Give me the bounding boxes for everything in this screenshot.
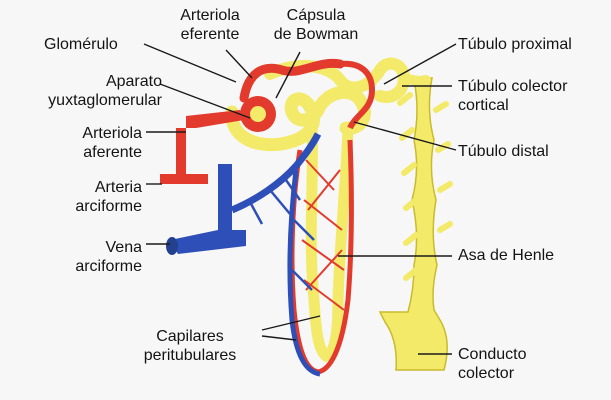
label-tubulo-distal: Túbulo distal <box>458 143 549 160</box>
label-capilares-peritubulares: Capilares peritubulares <box>122 327 258 365</box>
label-arteria-arciforme-line2: arciforme <box>75 198 142 215</box>
leader-lines <box>143 43 457 355</box>
label-arteriola-aferente-line2: aferente <box>83 144 142 161</box>
label-vena-arciforme-line1: Vena <box>105 239 142 256</box>
label-asa-de-henle: Asa de Henle <box>458 247 555 264</box>
label-conducto-line1: Conducto <box>458 346 527 363</box>
label-arteriola-aferente-line1: Arteriola <box>82 125 142 142</box>
label-arteriola-eferente: Arteriola eferente <box>162 6 258 44</box>
label-glomerulo: Glomérulo <box>44 36 118 53</box>
label-aparato-line2: yuxtaglomerular <box>48 92 162 109</box>
label-capsula-bowman-line2: de Bowman <box>273 26 359 43</box>
label-tubulo-colector-line2: cortical <box>458 97 509 114</box>
label-capilares-line1: Capilares <box>156 328 224 345</box>
label-tubulo-proximal: Túbulo proximal <box>458 36 572 53</box>
label-tubulo-colector-cortical: Túbulo colector cortical <box>458 77 567 115</box>
label-arteria-arciforme-line1: Arteria <box>94 179 142 196</box>
label-vena-arciforme: Vena arciforme <box>40 238 142 276</box>
henle-loop <box>305 122 354 363</box>
label-vena-arciforme-line2: arciforme <box>75 258 142 275</box>
label-arteria-arciforme: Arteria arciforme <box>40 178 142 216</box>
label-aparato-line1: Aparato <box>105 73 162 90</box>
venous-vessels <box>166 132 322 377</box>
label-arteriola-aferente: Arteriola aferente <box>40 124 142 162</box>
label-conducto-line2: colector <box>458 365 515 382</box>
label-arteriola-eferente-line2: eferente <box>180 26 240 43</box>
collecting-duct <box>378 77 453 371</box>
label-capsula-bowman: Cápsula de Bowman <box>262 6 370 44</box>
label-tubulo-colector-line1: Túbulo colector <box>458 78 568 95</box>
label-conducto-colector: Conducto colector <box>458 345 527 383</box>
label-capsula-bowman-line1: Cápsula <box>286 7 346 24</box>
label-capilares-line2: peritubulares <box>143 347 237 364</box>
label-aparato-yuxtaglomerular: Aparato yuxtaglomerular <box>10 72 162 110</box>
label-arteriola-eferente-line1: Arteriola <box>180 7 240 24</box>
